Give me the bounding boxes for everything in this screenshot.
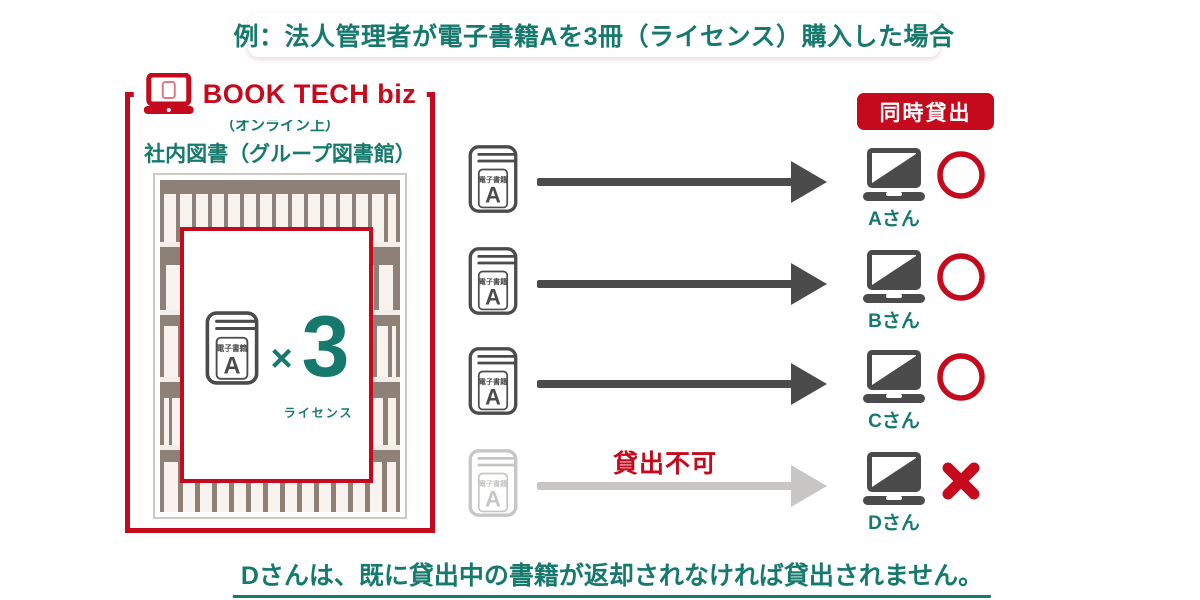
user-label: Aさん <box>868 209 920 230</box>
brand-logo: BOOK TECH biz <box>133 68 427 120</box>
ebook-letter: A <box>485 385 501 410</box>
available-circle-icon <box>937 353 985 401</box>
ebook-type-label: 電子書籍 <box>479 479 507 488</box>
lend-arrow-head-disabled <box>791 465 827 507</box>
ebook-type-label: 電子書籍 <box>479 377 507 386</box>
concurrent-lending-badge: 同時貸出 <box>857 93 994 130</box>
available-circle-icon <box>937 253 985 301</box>
library-name: 社内図書（グループ図書館） <box>144 143 416 166</box>
lend-arrow-disabled <box>537 482 793 490</box>
ebook-icon: 電子書籍 A <box>206 311 259 385</box>
unavailable-cross-icon <box>942 462 980 500</box>
ebook-type-label: 電子書籍 <box>217 343 248 353</box>
lend-row-b: 電子書籍 A Bさん <box>465 245 1015 332</box>
online-note: （オンライン上） <box>219 117 340 134</box>
user-label: Cさん <box>868 411 920 432</box>
license-count: 3 <box>301 299 350 396</box>
lend-row-c: 電子書籍 A Cさん <box>465 345 1015 432</box>
page-title: 例：法人管理者が電子書籍Aを3冊（ライセンス）購入した場合 <box>234 13 954 57</box>
ebook-type-label: 電子書籍 <box>479 175 507 184</box>
ebook-icon: 電子書籍 A <box>468 247 518 315</box>
lend-row-d: 電子書籍 A 貸出不可 Dさん <box>465 447 1015 534</box>
laptop-icon <box>863 350 925 403</box>
library-panel: BOOK TECH biz （オンライン上） 社内図書（グループ図書館） <box>125 68 435 533</box>
ebook-type-label: 電子書籍 <box>479 277 507 286</box>
ebook-letter: A <box>485 487 501 512</box>
license-unit: ライセンス <box>283 406 354 420</box>
lend-arrow-head <box>791 363 827 405</box>
laptop-book-icon <box>143 73 194 114</box>
lend-arrow <box>537 280 793 288</box>
available-circle-icon <box>937 151 985 199</box>
user-label: Bさん <box>868 311 920 332</box>
lend-arrow <box>537 178 793 186</box>
license-card: 電子書籍 A × 3 ライセンス <box>180 227 373 483</box>
ebook-icon: 電子書籍 A <box>468 145 518 213</box>
times-sign: × <box>270 338 293 380</box>
lend-arrow-head <box>791 161 827 203</box>
ebook-icon-faded: 電子書籍 A <box>468 449 518 517</box>
laptop-icon <box>863 148 925 201</box>
ebook-icon: 電子書籍 A <box>468 347 518 415</box>
brand-name: BOOK TECH biz <box>202 78 417 109</box>
ebook-letter: A <box>224 354 241 380</box>
ebook-letter: A <box>485 285 501 310</box>
unavailable-label: 貸出不可 <box>612 450 717 478</box>
lend-arrow-head <box>791 263 827 305</box>
lend-row-a: 電子書籍 A Aさん <box>465 143 1015 230</box>
laptop-icon <box>863 250 925 303</box>
ebook-letter: A <box>485 183 501 208</box>
lend-arrow <box>537 380 793 388</box>
user-label: Dさん <box>868 513 920 534</box>
footnote: Dさんは、既に貸出中の書籍が返却されなければ貸出されません。 <box>232 556 992 598</box>
laptop-icon <box>863 452 925 505</box>
